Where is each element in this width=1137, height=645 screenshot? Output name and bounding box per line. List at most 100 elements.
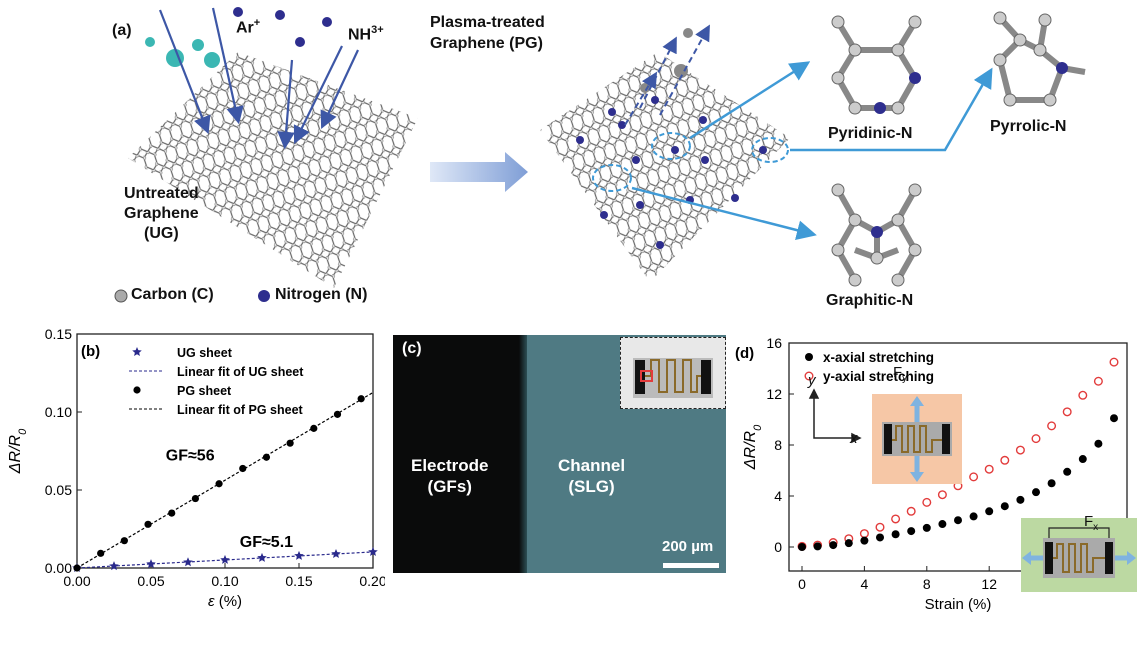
graphitic-atoms: [831, 183, 922, 287]
annotation-gf-pg: GF≈56: [166, 447, 215, 464]
inset-fx-label: Fx: [1084, 513, 1099, 533]
channel-label: Channel (SLG): [558, 456, 626, 496]
ar-ion: [145, 37, 155, 47]
pg-point: [286, 439, 294, 447]
ar-ion: [192, 39, 204, 51]
electrode-label: Electrode (GFs): [411, 456, 489, 496]
legend-pg-label: PG sheet: [177, 384, 232, 398]
electrode-edge: [519, 335, 527, 573]
nh-ion: [233, 7, 243, 17]
defect-highlights: [592, 132, 789, 192]
x-axial-point: [1016, 495, 1025, 504]
y-tick-label: 4: [774, 488, 782, 504]
y-axial-point: [1000, 455, 1010, 465]
x-axial-point: [829, 541, 838, 550]
ug-point: [220, 554, 230, 564]
device-inset-drawing: [633, 358, 713, 398]
x-tick-label: 0.10: [211, 573, 238, 589]
legend-pg-marker: [133, 386, 141, 394]
y-tick-label: 0.15: [45, 326, 72, 342]
legend-x-axial-marker: [805, 353, 813, 361]
pg-point: [120, 537, 128, 545]
y-axial-point: [1078, 390, 1088, 400]
panel-a-tag: (a): [112, 22, 132, 39]
pyrrolic-label: Pyrrolic-N: [990, 118, 1067, 135]
y-axial-point: [1093, 376, 1103, 386]
treatment-arrow: [430, 152, 528, 192]
pyridinic-label: Pyridinic-N: [828, 125, 913, 142]
nh-ion-label: NH3+: [348, 24, 384, 44]
carbon-legend-marker: [114, 289, 128, 303]
x-tick-label: 4: [861, 576, 869, 592]
x-axial-point: [844, 539, 853, 548]
x-axial-point: [1000, 502, 1009, 511]
pg-point: [168, 509, 176, 517]
y-tick-label: 0.05: [45, 482, 72, 498]
panel-a-illustration: [114, 7, 1086, 303]
y-axial-point: [1015, 445, 1025, 455]
x-axial-point: [1047, 479, 1056, 488]
panel-d-tag: (d): [735, 345, 754, 362]
x-axial-point: [1078, 455, 1087, 464]
x-axial-point: [813, 542, 822, 551]
electrode-region: [393, 335, 523, 573]
pyrrolic-molecule: [996, 15, 1086, 103]
legend-pg-fit-label: Linear fit of PG sheet: [177, 403, 304, 417]
ar-ion-label: Ar+: [236, 17, 261, 37]
scale-bar-label: 200 µm: [662, 538, 714, 555]
y-tick-label: 0.10: [45, 404, 72, 420]
inset-fy-label: Fy: [893, 364, 908, 384]
y-axial-inset: [872, 394, 962, 484]
pg-point: [262, 453, 271, 461]
x-axial-point: [985, 507, 994, 516]
legend-ug-label: UG sheet: [177, 346, 233, 360]
y-axial-point: [1109, 357, 1119, 367]
x-axis-label: Strain (%): [925, 596, 992, 613]
y-axial-point: [906, 506, 916, 516]
annotation-gf-ug: GF≈5.1: [240, 534, 293, 551]
x-axial-point: [876, 533, 884, 542]
pg-point: [144, 520, 152, 528]
sputter-arrows: [624, 24, 710, 126]
y-axis-label: ΔR/R0: [742, 424, 764, 470]
x-axial-point: [860, 536, 869, 545]
ar-ion: [204, 52, 220, 68]
ug-point: [368, 546, 378, 556]
x-axial-point: [954, 516, 962, 525]
x-axial-point: [969, 512, 978, 521]
legend-x-axial-label: x-axial stretching: [823, 350, 934, 365]
y-tick-label: 0.00: [45, 560, 72, 576]
pg-point: [357, 395, 365, 403]
y-axial-point: [891, 514, 901, 524]
graphitic-label: Graphitic-N: [826, 292, 914, 309]
nh-ion: [275, 10, 285, 20]
pg-point: [97, 549, 105, 557]
x-axial-point: [1110, 414, 1118, 423]
y-tick-label: 8: [774, 437, 782, 453]
y-axial-point: [1062, 407, 1072, 417]
y-axial-point: [984, 464, 994, 474]
inset-axis-y-label: y: [808, 372, 816, 389]
y-axial-point: [875, 522, 885, 532]
inset-axis-x-label: x: [850, 430, 858, 447]
micrograph-panel: [393, 335, 726, 573]
ug-point: [109, 561, 119, 571]
treated-graphene-label: Plasma-treated Graphene (PG): [430, 14, 545, 52]
ug-point: [257, 552, 267, 562]
carbon-legend-label: Carbon (C): [131, 286, 214, 303]
ug-point: [294, 550, 304, 560]
y-axial-point: [969, 472, 979, 482]
y-axial-point: [1047, 421, 1057, 431]
device-inset: [620, 337, 726, 409]
treated-graphene-sheet: [540, 52, 790, 282]
nitrogen-legend-marker: [258, 290, 270, 302]
x-tick-label: 0.00: [63, 573, 90, 589]
y-axial-point: [922, 497, 932, 507]
pg-point: [215, 480, 223, 488]
x-axial-point: [1032, 488, 1040, 497]
y-tick-label: 16: [766, 335, 782, 351]
y-axis-label: ΔR/R0: [7, 428, 29, 474]
chart-d-frame: [788, 342, 1128, 572]
legend-ug-marker: [132, 347, 142, 357]
